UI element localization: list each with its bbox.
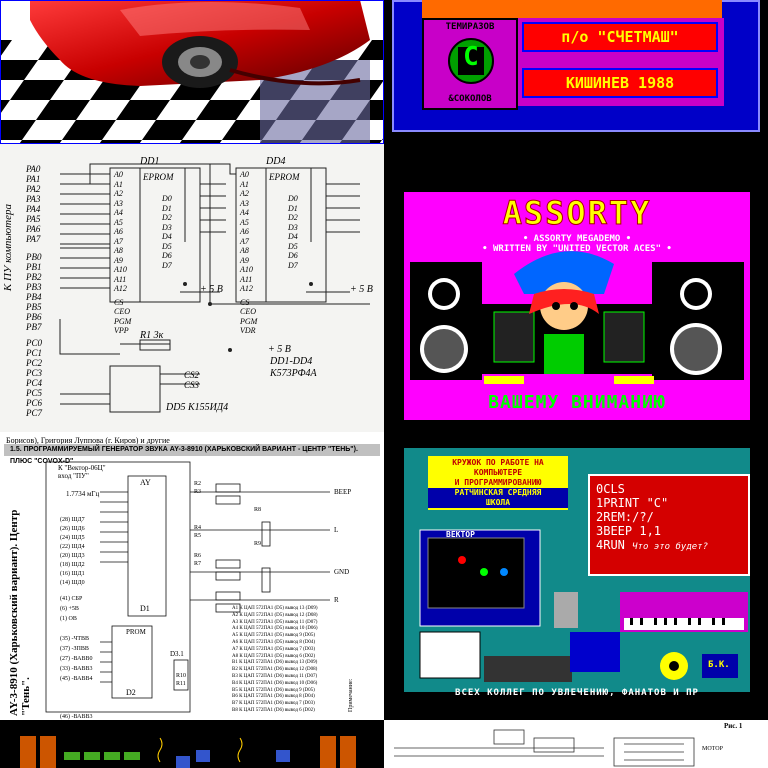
club-artwork [419, 529, 748, 682]
chip-d2-label: D2 [126, 688, 136, 697]
computer-club-screen: КРУЖОК ПО РАБОТЕ НА КОМПЬЮТЕРЕ И ПРОГРАМ… [384, 432, 768, 720]
dd1-address-pins: A0 A1 A2 A3 A4 A5 A6 A7 A8 A9 A10 A11 A1… [114, 170, 132, 335]
title-line-1: п/о "СЧЕТМАШ" [522, 22, 718, 52]
chip-ay-label: AY [140, 478, 151, 487]
title-screen-text-panel: п/о "СЧЕТМАШ" КИШИНЕВ 1988 [518, 18, 724, 106]
chip-d1-label: D1 [140, 604, 150, 613]
logo-letter: С [463, 42, 479, 72]
eprom-schematic: К ПУ компьютера PA0 PA1 PA2 PA3 PA4 PA5 … [0, 144, 384, 432]
section-heading: 1.5. ПРОГРАММИРУЕМЫЙ ГЕНЕРАТОР ЗВУКА AY-… [4, 444, 380, 465]
chip-d3-label: D3.1 [170, 650, 184, 658]
dd1-data-pins: D0 D1 D2 D3 D4 D5 D6 D7 [162, 194, 172, 270]
chip-dd4-label: DD4 [266, 156, 286, 167]
eprom-label-2: EPROM [269, 172, 300, 182]
dac-connection-list: A1 К ЦАП 572ПА1 (D5) вывод 13 (D09) A2 К… [232, 606, 318, 713]
eprom-label-1: EPROM [143, 172, 174, 182]
title-screen-logo-panel: ТЕМИРАЗОВ С &СОКОЛОВ [422, 18, 518, 110]
logo-bottom-text: &СОКОЛОВ [448, 94, 492, 104]
assorty-credits: • WRITTEN BY "UNITED VECTOR ACES" • [482, 244, 672, 254]
figure-label: Рис. 1 [724, 722, 743, 730]
question-text: Что это будет? [632, 542, 708, 552]
dd4-power-label: + 5 В [350, 284, 373, 295]
output-resistors: R10 R11 [176, 673, 187, 687]
dd4-address-pins: A0 A1 A2 A3 A4 A5 A6 A7 A8 A9 A10 A11 A1… [240, 170, 258, 335]
resistor-labels: R2 R3 R8 R4 R5 R9 R6 R7 [194, 481, 262, 567]
schematic-strip: Рис. 1 МОТОР [384, 720, 768, 768]
output-beep: BEEP [334, 488, 352, 496]
dd1-power-label: + 5 В [200, 284, 223, 295]
output-left: L [334, 526, 339, 534]
port-label: К ПУ компьютера [2, 204, 14, 292]
pa-pin-list: PA0 PA1 PA2 PA3 PA4 PA5 PA6 PA7 PB0 PB1 … [26, 164, 43, 418]
resistor-r1-label: R1 3к [140, 330, 164, 341]
note-label: Примечание: [348, 678, 354, 712]
output-gnd: GND [334, 568, 350, 576]
ay-schematic-drawing [45, 461, 330, 713]
chip-select-labels: CS2 CS3 [184, 370, 200, 390]
code-listing: 0CLS 1PRINT "С" 2REM:/?/ 3BEEP 1,1 4RUN … [588, 474, 750, 576]
assorty-demo-screen: ASSORTY • ASSORTY MEGADEMO • • WRITTEN B… [384, 144, 768, 432]
title-screen-top-band [422, 0, 722, 18]
game-screen-strip [0, 720, 384, 768]
assorty-bottom-text: ВАШЕМУ ВНИМАНИЮ [488, 392, 666, 413]
output-right: R [334, 596, 339, 604]
title-screen: ТЕМИРАЗОВ С &СОКОЛОВ п/о "СЧЕТМАШ" КИШИН… [384, 0, 768, 144]
car-render-image [0, 0, 384, 144]
clock-label: 1.7734 мГц [66, 490, 100, 498]
assorty-title: ASSORTY [502, 194, 652, 233]
club-bottom-text: ВСЕХ КОЛЛЕГ ПО УВЛЕЧЕНИЮ, ФАНАТОВ И ПР [455, 688, 699, 698]
data-bus-pins: (28) ШД7 (26) ШД6 (24) ШД5 (22) ШД4 (20)… [60, 517, 85, 586]
decoder-label: DD5 К155ИД4 [166, 402, 229, 413]
main-power-label: + 5 В [268, 344, 291, 355]
assorty-subtitle: • ASSORTY MEGADEMO • [522, 234, 632, 244]
control-pins: (41) СБР (6) +5В (1) ОВ (35) -ЧТВВ (37) … [60, 596, 93, 682]
motor-label: МОТОР [702, 746, 723, 752]
prom-label: PROM [126, 628, 146, 636]
schematic-strip-drawing [394, 729, 695, 767]
page-header: Борисов), Григория Луппова (г. Киров) и … [6, 436, 170, 445]
title-line-2: КИШИНЕВ 1988 [522, 68, 718, 98]
chip-type-note: DD1-DD4 К573РФ4А [270, 356, 317, 379]
car-checkerboard-picture [0, 0, 384, 144]
eprom-schematic-drawing [59, 163, 370, 413]
tv-brand: ВЕКТОР [446, 530, 475, 539]
assorty-artwork [410, 251, 744, 384]
logo-circle: С [448, 38, 494, 84]
game-level-picture [0, 720, 384, 768]
club-header: КРУЖОК ПО РАБОТЕ НА КОМПЬЮТЕРЕ И ПРОГРАМ… [428, 456, 568, 510]
input-note: К "Вектор-06Ц" вход "ПУ" [58, 464, 106, 480]
ay-schematic-page: Борисов), Григория Луппова (г. Киров) и … [0, 432, 384, 720]
chip-dd1-label: DD1 [140, 156, 160, 167]
logo-top-text: ТЕМИРАЗОВ [445, 22, 495, 32]
box-label: Б.К. [708, 660, 730, 670]
bottom-pin-label: (46) -ВАВВ3 [60, 714, 93, 720]
dd4-data-pins: D0 D1 D2 D3 D4 D5 D6 D7 [288, 194, 298, 270]
